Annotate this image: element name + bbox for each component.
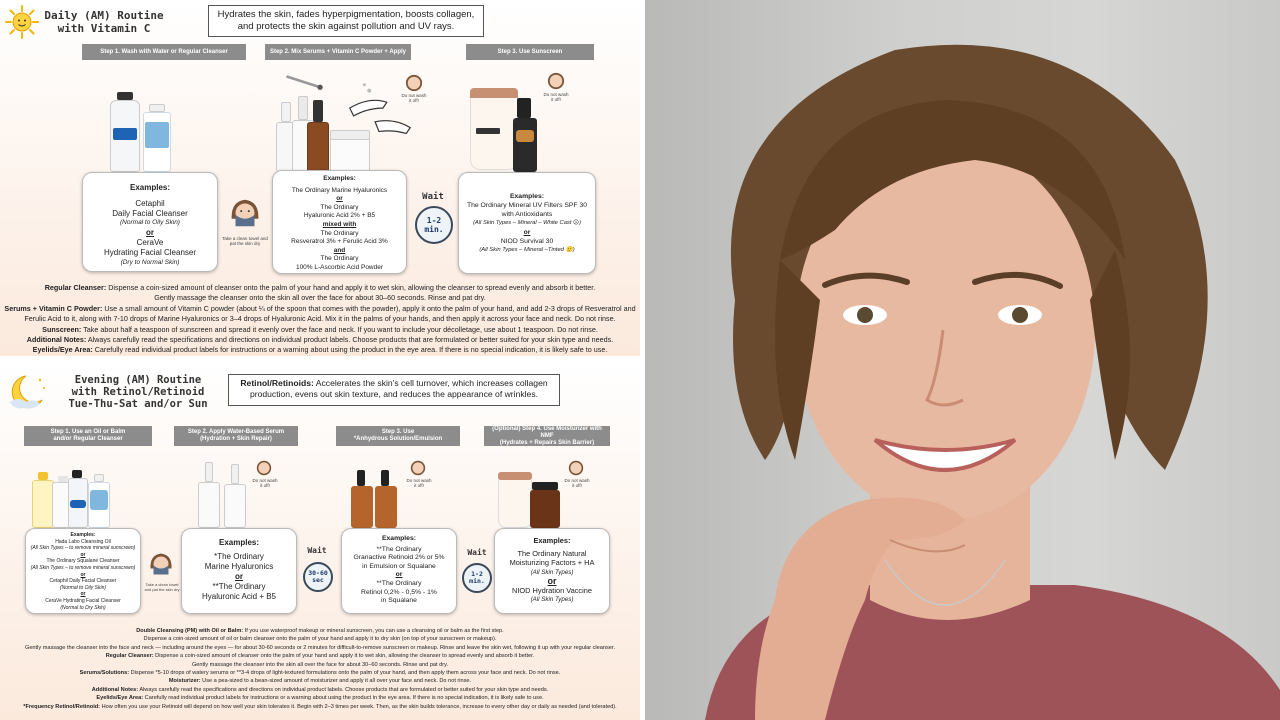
pm-instruction-8: Eyelids/Eye Area: Carefully read individ… xyxy=(96,695,544,702)
pm-clock-text-1: 30-60 sec xyxy=(308,569,328,584)
am-step-1: Step 1. Wash with Water or Regular Clean… xyxy=(82,44,246,60)
pm-clock-icon-1: 30-60 sec xyxy=(303,562,333,592)
no-wash-note: Do not wash it off! xyxy=(543,92,569,102)
pm-card-3: Examples: **The Ordinary Granactive Reti… xyxy=(341,528,457,614)
am-card-2: Examples: The Ordinary Marine Hyaluronic… xyxy=(272,170,407,274)
no-wash-note: Do not wash it off! xyxy=(401,93,427,103)
pm-instruction-4: Gently massage the cleanser into the ski… xyxy=(191,661,449,668)
pm-card-4: Examples: The Ordinary Natural Moisturiz… xyxy=(494,528,610,614)
pm-instruction-7: Additional Notes: Always carefully read … xyxy=(91,686,549,693)
towel-girl-icon xyxy=(150,553,172,575)
towel-girl-icon xyxy=(231,199,259,227)
am-card-1: Examples: Cetaphil Daily Facial Cleanser… xyxy=(82,172,218,272)
am-clock-text: 1-2 min. xyxy=(424,216,444,234)
no-wash-icon xyxy=(410,460,426,476)
pm-instruction-3: Regular Cleanser: Dispense a coin-sized … xyxy=(105,653,535,660)
card-header: Examples: xyxy=(381,535,416,542)
no-wash-icon xyxy=(405,74,423,92)
skincare-infographic: Daily (AM) Routine with Vitamin C Hydrat… xyxy=(0,0,640,720)
sun-icon xyxy=(5,5,39,39)
card-header: Examples: xyxy=(218,538,260,547)
hands-icon xyxy=(348,83,412,135)
pm-instruction-2: Gently massage the cleanser into the fac… xyxy=(24,644,616,651)
card-header: Examples: xyxy=(533,536,571,545)
am-routine-panel: Daily (AM) Routine with Vitamin C Hydrat… xyxy=(0,0,640,356)
portrait-illustration xyxy=(705,44,1280,720)
portrait-photo xyxy=(645,0,1280,720)
pm-instruction-6: Moisturizer: Use a pea-sized to a bean-s… xyxy=(168,678,472,685)
am-instruction-2: Serums + Vitamin C Powder: Use a small a… xyxy=(4,303,636,324)
towel-tip: Take a clean towel and pat the skin dry xyxy=(222,236,268,246)
am-title: Daily (AM) Routine with Vitamin C xyxy=(44,9,164,35)
am-instruction-1: Gently massage the cleanser onto the ski… xyxy=(154,293,486,303)
card-header: Examples: xyxy=(509,193,544,200)
pm-wait-label-2: Wait xyxy=(467,548,487,557)
card-header: Examples: xyxy=(323,175,356,182)
am-instruction-0: Regular Cleanser: Dispense a coin-sized … xyxy=(44,283,596,292)
no-wash-icon xyxy=(256,460,272,476)
no-wash-icon xyxy=(568,460,584,476)
no-wash-icon xyxy=(547,72,565,90)
towel-tip: Take a clean towel and pat the skin dry xyxy=(144,582,180,592)
pm-description: Retinol/Retinoids: Accelerates the skin'… xyxy=(228,374,560,406)
pm-step-1: Step 1. Use an Oil or Balm and/or Regula… xyxy=(24,426,152,446)
am-instruction-4: Additional Notes: Always carefully read … xyxy=(26,335,614,345)
pm-step-3: Step 3. Use *Anhydrous Solution/Emulsion xyxy=(336,426,460,446)
am-step-2: Step 2. Mix Serums + Vitamin C Powder + … xyxy=(265,44,411,60)
pm-title: Evening (AM) Routine with Retinol/Retino… xyxy=(68,374,208,410)
am-instructions: Regular Cleanser: Dispense a coin-sized … xyxy=(2,283,638,356)
moon-icon xyxy=(10,375,45,409)
pm-wait-label-1: Wait xyxy=(307,546,327,555)
pm-instructions: Double Cleansing (PM) with Oil or Balm: … xyxy=(2,627,638,711)
pm-clock-text-2: 1-2 min. xyxy=(469,570,485,585)
card-header: Examples: xyxy=(70,532,96,538)
pm-instruction-1: Dispense a coin-sized amount of oil or b… xyxy=(143,636,497,643)
pm-instruction-9: *Frequency Retinol/Retinoid: How often y… xyxy=(23,703,617,710)
am-instruction-3: Sunscreen: Take about half a teaspoon of… xyxy=(42,324,598,334)
no-wash-note: Do not wash it off! xyxy=(252,478,278,488)
dropper-icon xyxy=(286,75,323,90)
pm-clock-icon-2: 1-2 min. xyxy=(462,563,492,593)
am-clock-icon: 1-2 min. xyxy=(415,206,453,244)
pm-step-4: (Optional) Step 4. Use Moisturizer with … xyxy=(484,426,610,446)
am-card-3: Examples: The Ordinary Mineral UV Filter… xyxy=(458,172,596,274)
no-wash-note: Do not wash it off! xyxy=(564,478,590,488)
card-header: Examples: xyxy=(129,183,171,192)
no-wash-note: Do not wash it off! xyxy=(406,478,432,488)
am-description: Hydrates the skin, fades hyperpigmentati… xyxy=(208,5,484,37)
am-instruction-5: Eyelids/Eye Area: Carefully read individ… xyxy=(32,345,608,355)
pm-card-1: Examples: Hada Labo Cleansing Oil (All S… xyxy=(25,528,141,614)
am-wait-label: Wait xyxy=(422,192,444,202)
pm-instruction-0: Double Cleansing (PM) with Oil or Balm: … xyxy=(136,628,504,634)
pm-step-2: Step 2. Apply Water-Based Serum (Hydrati… xyxy=(174,426,298,446)
am-step-3: Step 3. Use Sunscreen xyxy=(466,44,594,60)
pm-card-2: Examples: *The Ordinary Marine Hyaluroni… xyxy=(181,528,297,614)
pm-instruction-5: Serums/Solutions: Dispense *5-10 drops o… xyxy=(79,670,561,677)
